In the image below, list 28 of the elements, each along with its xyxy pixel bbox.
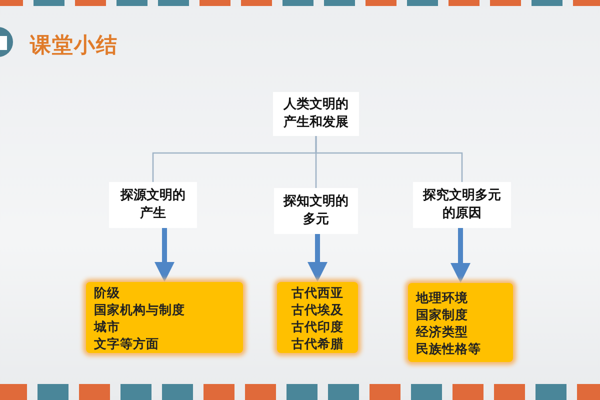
note-box: [86, 282, 243, 353]
box-text: 人类文明的产生和发展: [282, 96, 350, 132]
box-text: 地理环境: [416, 288, 469, 306]
box-text: 经济类型: [416, 322, 469, 340]
down-arrow: [450, 228, 470, 283]
box-text: 古代印度: [292, 318, 344, 334]
box-text: 民族性格等: [416, 340, 482, 356]
down-arrow: [154, 228, 174, 282]
topic-box: [413, 182, 511, 228]
box-text: 国家机构与制度: [94, 300, 186, 318]
topic-box: [274, 188, 358, 234]
box-text: 阶级: [94, 284, 121, 300]
box-text: 国家制度: [416, 306, 469, 322]
note-box: [277, 282, 358, 353]
down-arrow: [308, 234, 328, 282]
box-text: 文字等方面: [94, 334, 160, 352]
box-text: 探源文明的产生: [119, 187, 186, 223]
box-text: 古代希腊: [292, 334, 344, 352]
topic-box: [273, 92, 359, 136]
box-text: 城市: [94, 318, 121, 334]
topic-box: [109, 182, 197, 228]
box-text: 古代西亚: [292, 284, 344, 300]
title: 课堂小结: [30, 32, 118, 59]
box-text: 探知文明的多元: [282, 193, 350, 229]
box-text: 古代埃及: [292, 300, 344, 318]
connector-line: [315, 136, 463, 182]
note-box: [408, 283, 513, 362]
box-text: 探究文明多元的原因: [422, 187, 502, 223]
